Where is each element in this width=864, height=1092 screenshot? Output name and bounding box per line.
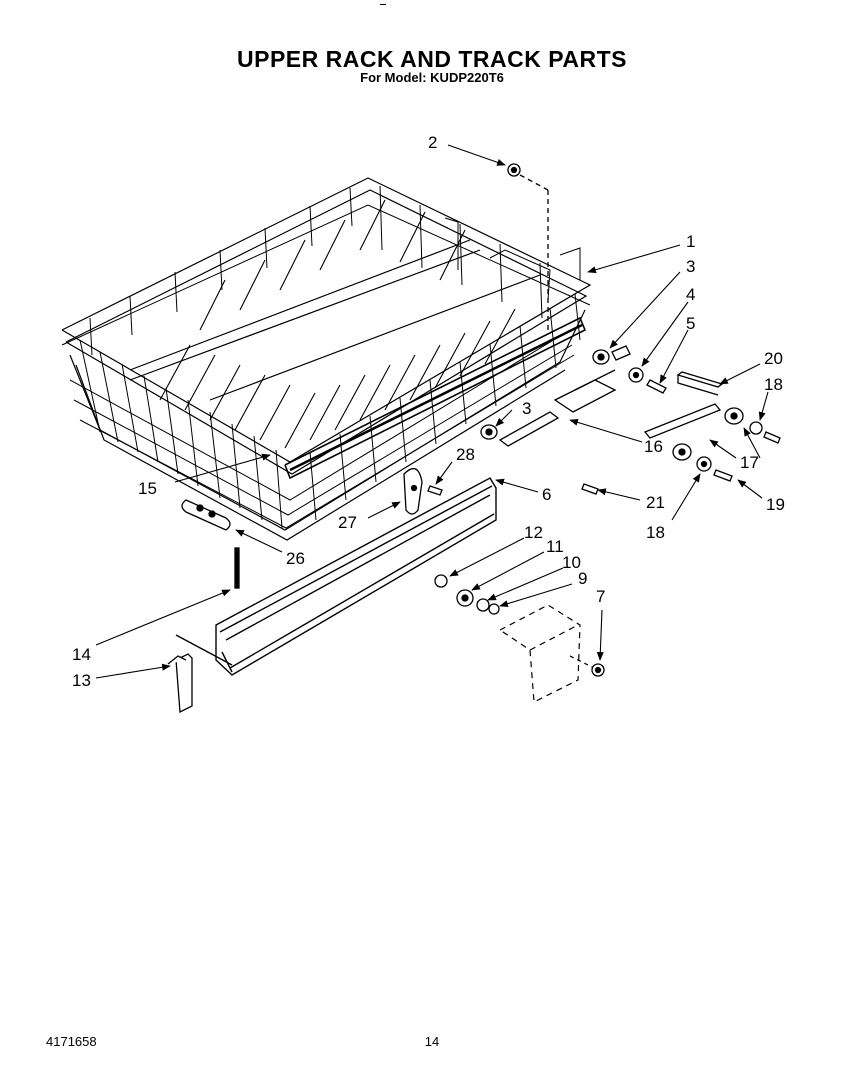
callout-13: 13 (72, 671, 91, 690)
callout-7: 7 (596, 587, 605, 606)
page-title: UPPER RACK AND TRACK PARTS (237, 46, 627, 72)
callout-12: 12 (524, 523, 543, 542)
callout-6: 6 (542, 485, 551, 504)
callout-18-lower: 18 (646, 523, 665, 542)
callout-20: 20 (764, 349, 783, 368)
callout-28: 28 (456, 445, 475, 464)
model-subtitle: For Model: KUDP220T6 (360, 70, 504, 85)
callout-16: 16 (644, 437, 663, 456)
callout-2: 2 (428, 133, 437, 152)
screw-part-5 (646, 379, 667, 394)
callout-1: 1 (686, 232, 695, 251)
track-rail-illustration (175, 477, 497, 676)
document-number: 4171658 (46, 1034, 97, 1049)
callout-11: 11 (546, 537, 564, 556)
callout-3: 3 (686, 257, 695, 276)
callout-21: 21 (646, 493, 665, 512)
callout-19: 19 (766, 495, 785, 514)
bracket-part-20 (676, 371, 724, 396)
upper-rack-illustration (61, 177, 592, 541)
page-number: 14 (424, 1034, 440, 1049)
callout-26: 26 (286, 549, 305, 568)
callout-3-lower: 3 (522, 399, 531, 418)
callout-9: 9 (578, 569, 587, 588)
scan-mark (380, 0, 386, 5)
callout-10: 10 (562, 553, 581, 572)
callout-18: 18 (764, 375, 783, 394)
leader-lines (95, 144, 769, 679)
callout-17: 17 (740, 453, 759, 472)
callout-14: 14 (72, 645, 91, 664)
mounting-bracket-outline (498, 604, 581, 703)
callout-4: 4 (686, 285, 695, 304)
callout-27: 27 (338, 513, 357, 532)
callout-15: 15 (138, 479, 157, 498)
callout-5: 5 (686, 314, 695, 333)
small-parts (167, 163, 781, 714)
